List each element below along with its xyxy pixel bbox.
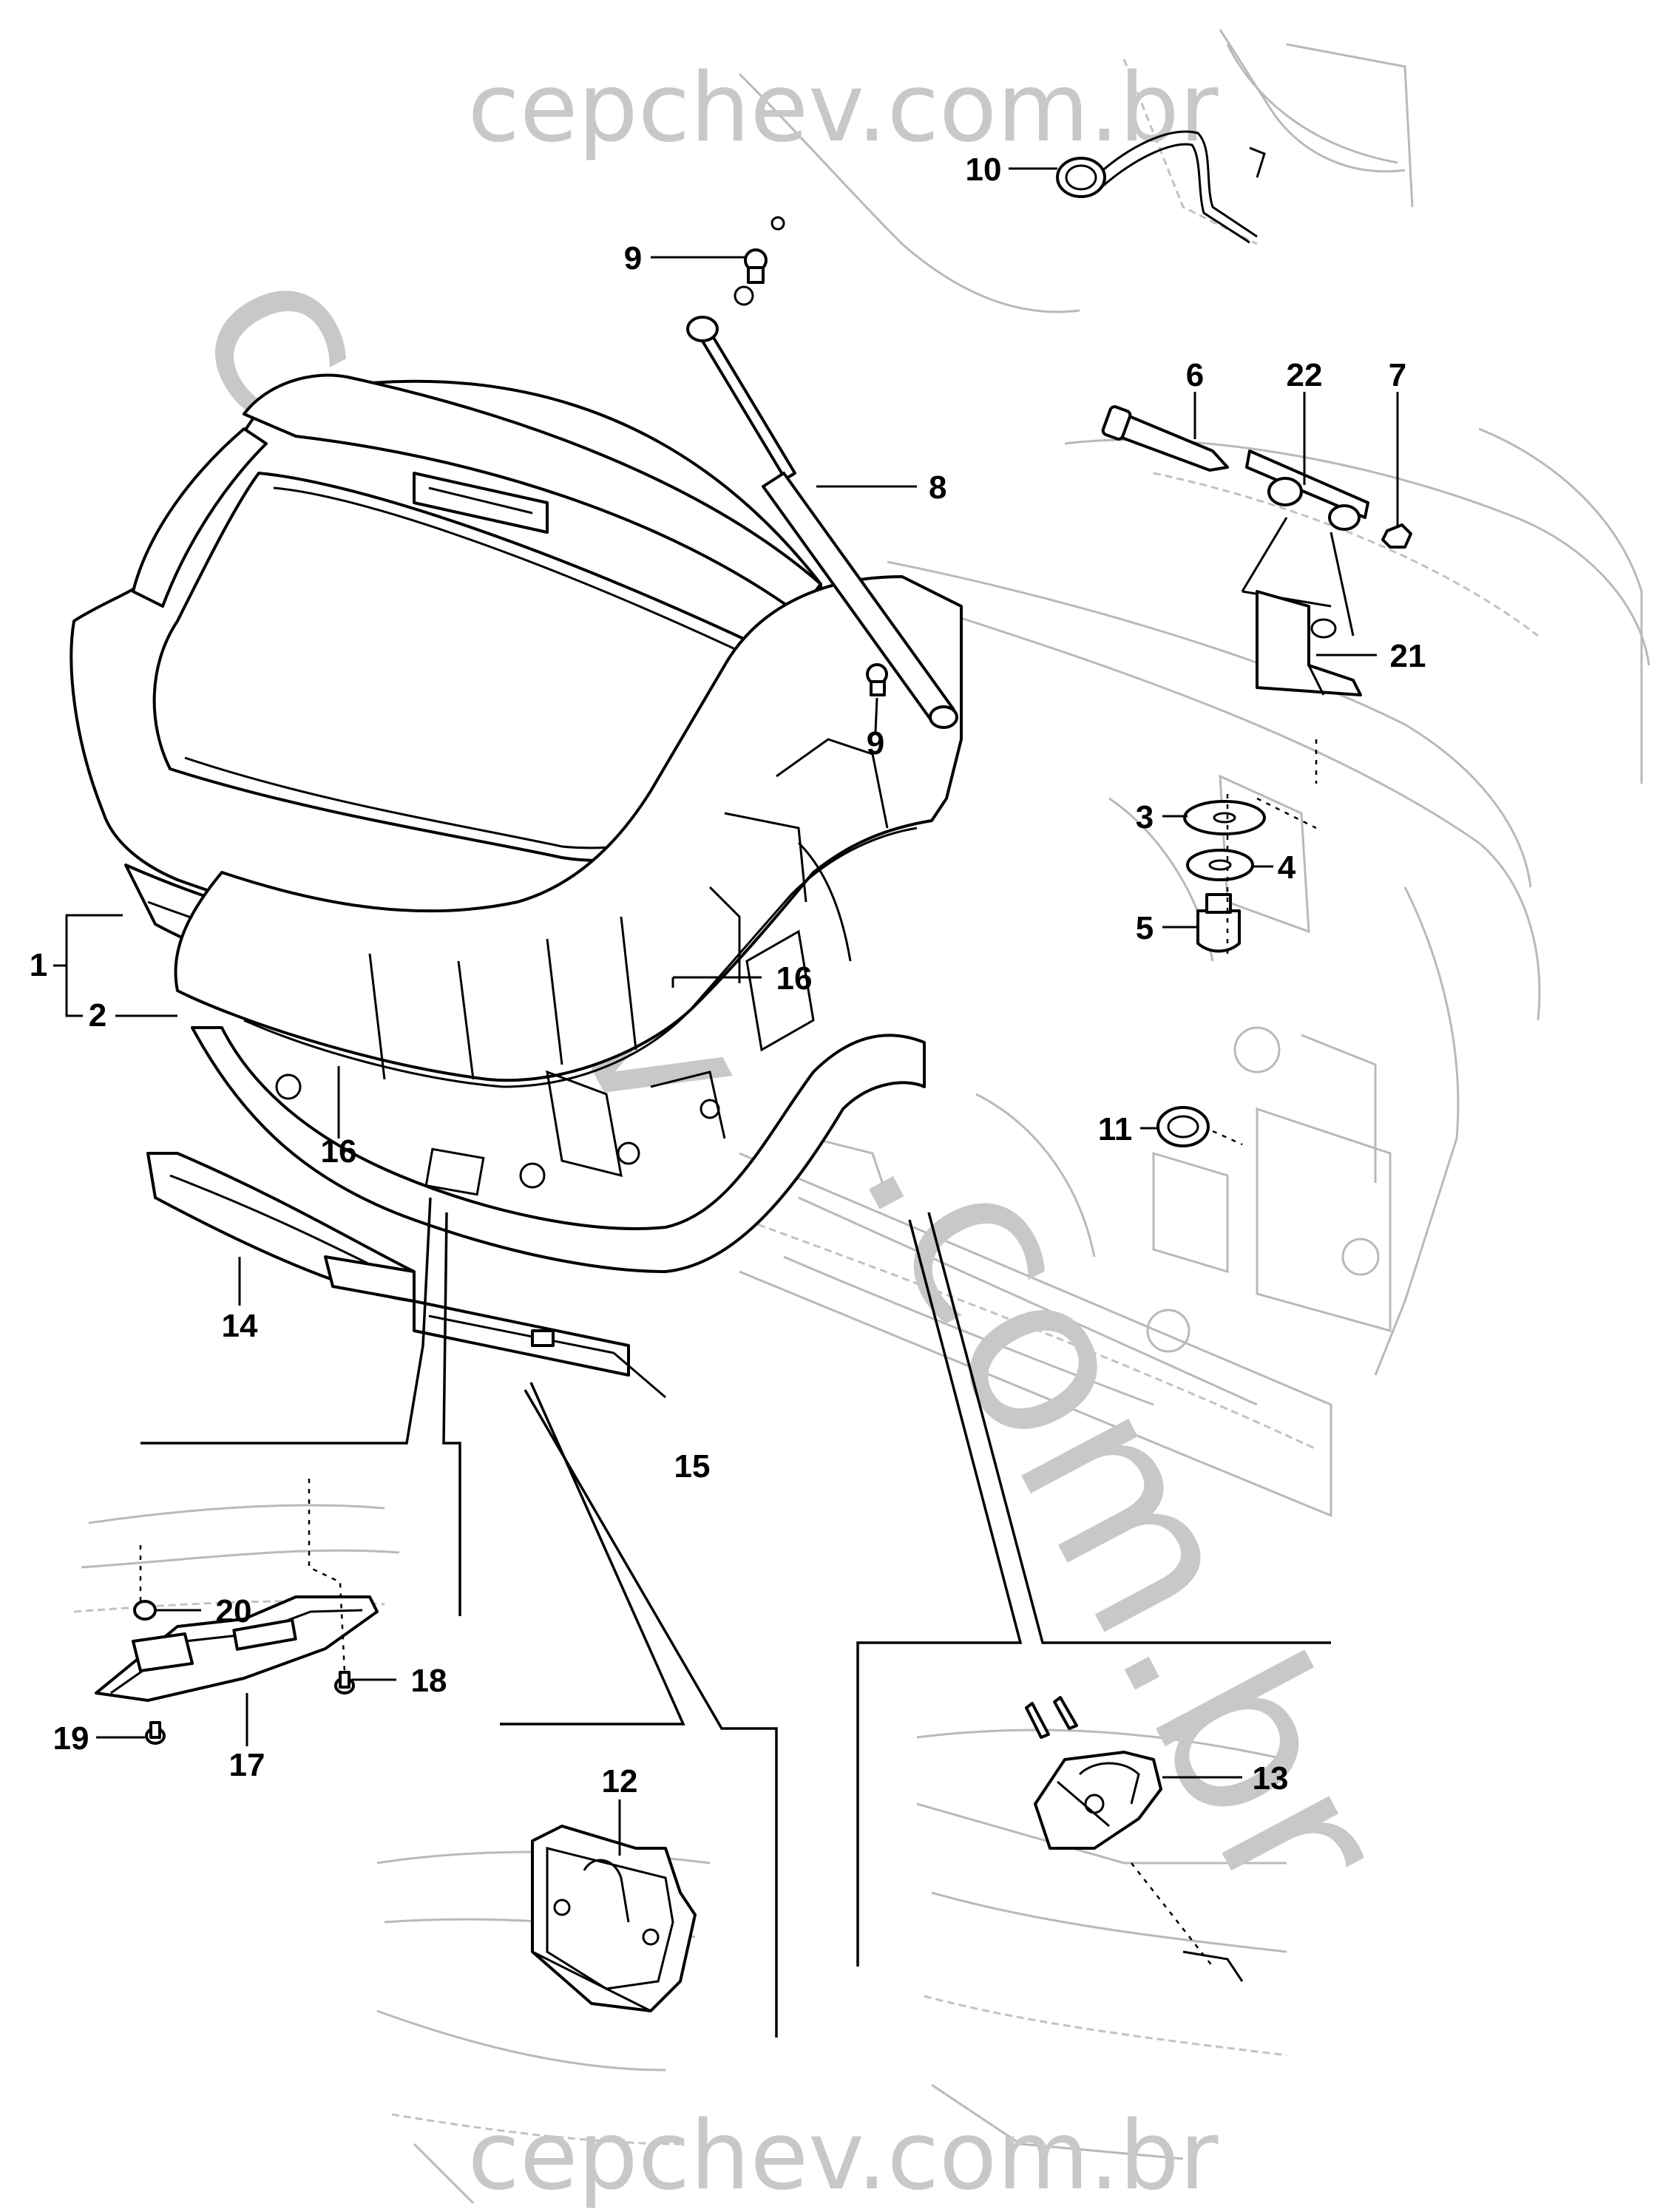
callout-16-left: 16 xyxy=(321,1133,357,1170)
callout-18: 18 xyxy=(411,1663,447,1699)
callout-8: 8 xyxy=(929,469,946,506)
callout-3: 3 xyxy=(1136,799,1154,835)
callout-5: 5 xyxy=(1136,910,1154,946)
hinge-pin xyxy=(1117,413,1229,472)
callout-9-lower: 9 xyxy=(867,725,884,761)
brake-lamp xyxy=(413,472,549,534)
liftgate-lower-frame xyxy=(191,1026,926,1273)
callout-22: 22 xyxy=(1287,357,1323,393)
callout-4: 4 xyxy=(1278,849,1296,886)
callout-17: 17 xyxy=(229,1747,265,1783)
callout-2: 2 xyxy=(89,997,106,1034)
callout-10: 10 xyxy=(966,152,1002,188)
hinge-nut xyxy=(1381,523,1412,549)
leader-lines xyxy=(53,167,1399,1856)
callout-12: 12 xyxy=(602,1763,638,1799)
hinge-assembly xyxy=(1101,405,1412,954)
hinge-strap xyxy=(1245,449,1369,519)
latch-detail-13 xyxy=(1025,1696,1244,1982)
grommet-11 xyxy=(1156,1106,1243,1147)
callout-labels: 1 2 3 4 5 6 7 8 9 9 10 11 12 13 14 15 16… xyxy=(30,152,1426,1799)
callout-11: 11 xyxy=(1098,1111,1133,1147)
callout-16-right: 16 xyxy=(776,960,813,997)
callout-21: 21 xyxy=(1390,638,1426,674)
liftgate-assembly xyxy=(70,373,963,1273)
liftgate-spoiler xyxy=(243,373,822,615)
liftgate-left-pillar xyxy=(132,427,268,608)
ball-stud-lower xyxy=(866,663,888,696)
strut-rod xyxy=(695,324,796,481)
callout-6: 6 xyxy=(1186,357,1204,393)
rear-window-opening xyxy=(152,472,770,862)
callout-1: 1 xyxy=(30,947,47,983)
watermark-bottom: cepchev.com.br xyxy=(467,2101,1218,2211)
liftgate-inner-frame xyxy=(174,575,963,1082)
callout-19: 19 xyxy=(53,1720,89,1757)
hinge-bracket xyxy=(1256,590,1362,696)
nut-20 xyxy=(133,1600,157,1621)
callout-20: 20 xyxy=(216,1593,252,1629)
license-molding-15 xyxy=(413,1300,630,1377)
handle-bracket-detail xyxy=(95,1479,379,1745)
callout-14: 14 xyxy=(222,1308,258,1344)
gas-strut xyxy=(686,316,958,729)
weatherstrip xyxy=(1056,130,1266,244)
washer-4 xyxy=(1186,849,1254,881)
detail-frames xyxy=(140,1197,1331,2038)
bolt-5 xyxy=(1196,909,1241,953)
ball-stud-upper xyxy=(734,216,785,306)
watermark-top: cepchev.com.br xyxy=(467,53,1218,163)
callout-9-upper: 9 xyxy=(624,240,642,276)
callout-15: 15 xyxy=(674,1448,711,1485)
washer-3 xyxy=(1183,800,1266,835)
latch-detail-12 xyxy=(531,1825,697,2012)
callout-13: 13 xyxy=(1253,1760,1289,1797)
callout-7: 7 xyxy=(1389,357,1406,393)
grommet-10 xyxy=(1056,157,1106,198)
